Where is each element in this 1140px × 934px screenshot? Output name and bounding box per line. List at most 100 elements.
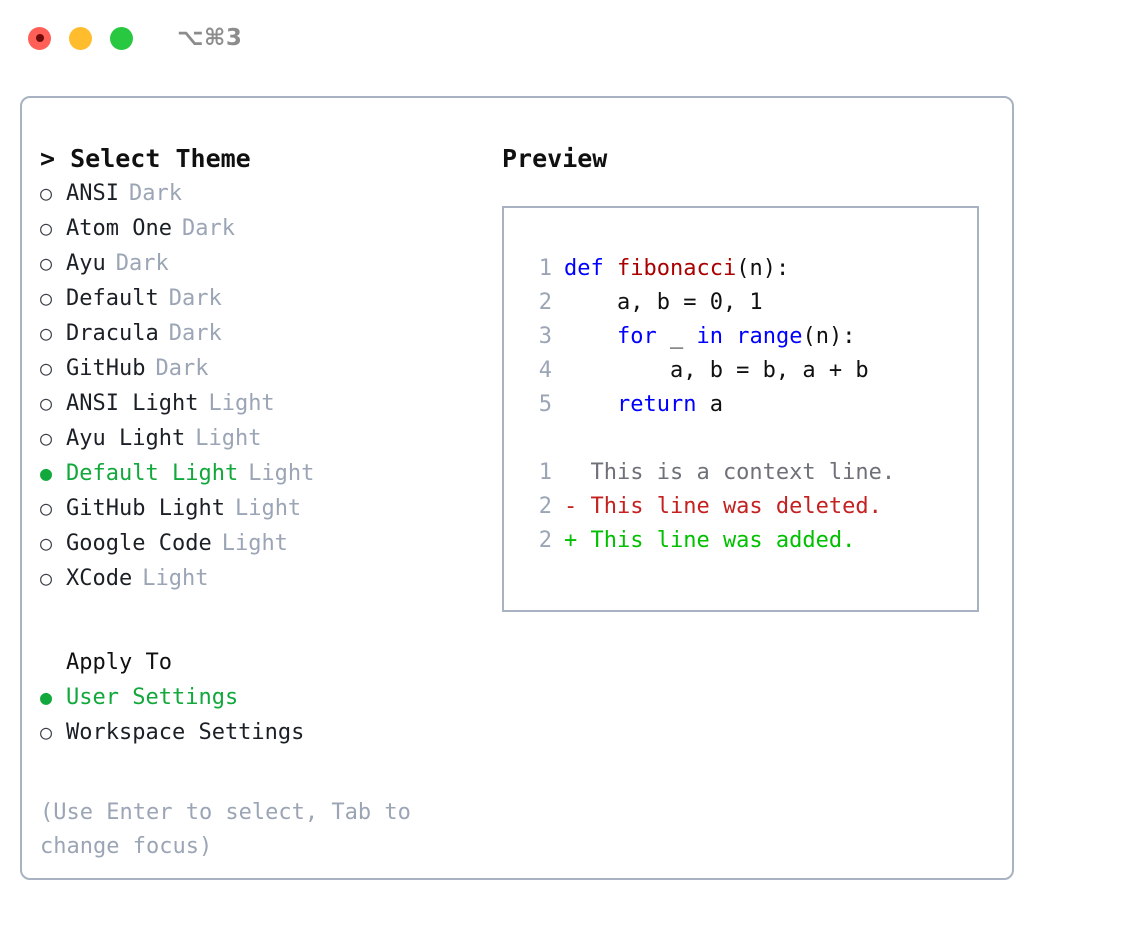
- theme-option-7[interactable]: ○ Ayu Light Light: [40, 421, 482, 456]
- radio-selected-icon: ●: [40, 461, 53, 485]
- theme-option-tag: Light: [142, 566, 209, 591]
- code-line: 4 a, b = b, a + b: [518, 354, 977, 388]
- radio-unselected-icon: ○: [40, 251, 53, 275]
- code-line: 3 for _ in range(n):: [518, 320, 977, 354]
- code-token-pl: a, b = 0, 1: [564, 290, 763, 315]
- radio-unselected-icon: ○: [40, 426, 53, 450]
- code-token-fn: fibonacci: [616, 256, 737, 281]
- theme-option-tag: Light: [248, 461, 315, 486]
- apply-to-option-1[interactable]: ○Workspace Settings: [40, 715, 482, 750]
- theme-option-tag: Light: [221, 531, 288, 556]
- apply-to-list[interactable]: ● User Settings ○Workspace Settings: [40, 680, 482, 750]
- maximize-button[interactable]: [110, 26, 133, 50]
- radio-unselected-icon: ○: [40, 531, 53, 555]
- theme-option-label: Dracula: [66, 321, 159, 346]
- theme-option-4[interactable]: ○ Dracula Dark: [40, 316, 482, 351]
- title-bar: ⌥⌘3: [0, 0, 1140, 76]
- close-button[interactable]: [28, 26, 51, 50]
- code-line-number: 1: [538, 256, 552, 281]
- theme-option-1[interactable]: ○ Atom One Dark: [40, 211, 482, 246]
- code-line: 5 return a: [518, 388, 977, 422]
- theme-option-label: Google Code: [66, 531, 212, 556]
- apply-to-header: Apply To: [66, 650, 172, 675]
- theme-option-label: Atom One: [66, 216, 172, 241]
- keyboard-shortcut-label: ⌥⌘3: [177, 25, 243, 51]
- theme-option-tag: Light: [208, 391, 275, 416]
- diff-line-text-add: + This line was added.: [564, 528, 856, 553]
- theme-option-tag: Dark: [128, 181, 182, 206]
- radio-unselected-icon: ○: [40, 356, 53, 380]
- diff-line-number: 1: [538, 460, 552, 485]
- theme-option-tag: Light: [234, 496, 302, 521]
- code-token-pl: (n):: [736, 256, 790, 281]
- code-token-pl: [564, 324, 617, 349]
- code-line-text: return a: [564, 388, 723, 422]
- theme-option-2[interactable]: ○ Ayu Dark: [40, 246, 482, 281]
- radio-selected-icon: ●: [40, 685, 53, 709]
- code-token-kw: def: [564, 256, 617, 281]
- code-line-number: 4: [538, 358, 552, 383]
- code-line: 2 a, b = 0, 1: [518, 286, 977, 320]
- diff-line-number: 2: [538, 494, 552, 519]
- code-token-kw: return: [616, 392, 697, 417]
- theme-option-10[interactable]: ○ Google Code Light: [40, 526, 482, 561]
- code-token-pl: (n):: [802, 324, 856, 349]
- theme-option-label: GitHub Light: [66, 496, 225, 521]
- recording-dot-icon: [35, 34, 44, 42]
- theme-option-label: Ayu Light: [66, 426, 186, 451]
- theme-option-tag: Dark: [168, 286, 222, 311]
- code-line-text: a, b = b, a + b: [564, 354, 869, 388]
- diff-line-number: 2: [538, 528, 552, 553]
- code-token-pl: [564, 392, 617, 417]
- theme-option-label: Ayu: [66, 251, 106, 276]
- radio-unselected-icon: ○: [40, 391, 53, 415]
- apply-to-option-label: User Settings: [66, 685, 239, 710]
- select-theme-header: > Select Theme: [40, 144, 251, 173]
- apply-to-section: Apply To ● User Settings ○Workspace Settin…: [40, 646, 482, 750]
- radio-unselected-icon: ○: [40, 720, 53, 744]
- radio-unselected-icon: ○: [40, 321, 53, 345]
- diff-sample: 1 This is a context line.2- This line wa…: [518, 456, 977, 558]
- code-token-kw: for: [616, 324, 657, 349]
- radio-unselected-icon: ○: [40, 566, 53, 590]
- theme-option-label: XCode: [66, 566, 133, 591]
- theme-option-label: ANSI: [66, 181, 119, 206]
- theme-option-11[interactable]: ○ XCode Light: [40, 561, 482, 596]
- radio-unselected-icon: ○: [40, 181, 53, 205]
- theme-option-tag: Light: [195, 426, 262, 451]
- theme-option-tag: Dark: [181, 216, 235, 241]
- code-line-number: 2: [538, 290, 552, 315]
- code-line-number: 3: [538, 324, 552, 349]
- apply-to-option-0[interactable]: ● User Settings: [40, 680, 482, 715]
- theme-option-0[interactable]: ○ ANSI Dark: [40, 176, 482, 211]
- theme-option-tag: Dark: [168, 321, 222, 346]
- code-line-text: a, b = 0, 1: [564, 286, 763, 320]
- theme-option-tag: Dark: [115, 251, 169, 276]
- radio-unselected-icon: ○: [40, 216, 53, 240]
- theme-option-label: Default: [66, 286, 159, 311]
- preview-title: Preview: [502, 144, 608, 173]
- code-token-pl: a: [696, 392, 723, 417]
- code-line-text: for _ in range(n):: [564, 320, 855, 354]
- code-line: 1 def fibonacci(n):: [518, 252, 977, 286]
- keyboard-hint-text: (Use Enter to select, Tab to change focu…: [40, 800, 425, 859]
- diff-line: 1 This is a context line.: [518, 456, 977, 490]
- minimize-button[interactable]: [69, 26, 92, 50]
- code-token-kw: in range: [696, 324, 803, 349]
- code-line-text: def fibonacci(n):: [564, 252, 789, 286]
- theme-option-8[interactable]: ● Default Light Light: [40, 456, 482, 491]
- code-token-pl: _: [656, 324, 697, 349]
- theme-option-label: GitHub: [66, 356, 146, 381]
- diff-line: 2 + This line was added.: [518, 524, 977, 558]
- theme-option-label: Default Light: [66, 461, 239, 486]
